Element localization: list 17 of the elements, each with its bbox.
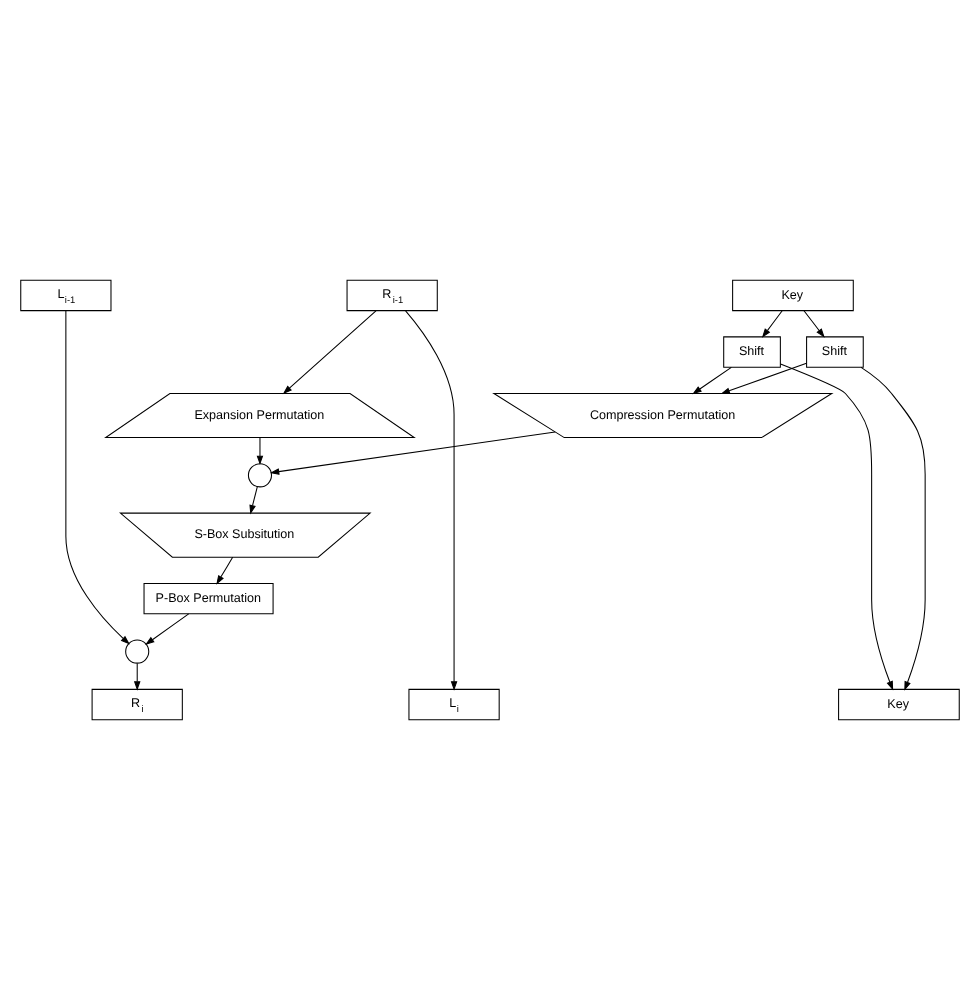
arrow: [720, 361, 808, 393]
arrow: [405, 309, 458, 690]
arrow: [761, 309, 783, 337]
arrow: [256, 436, 264, 465]
arrow: [282, 309, 377, 394]
arrow: [860, 365, 926, 690]
arrow: [249, 485, 258, 514]
arrow: [692, 365, 732, 394]
arrow: [803, 309, 825, 337]
arrow: [133, 661, 141, 690]
arrow: [145, 612, 190, 644]
node-circle: [247, 462, 273, 487]
arrow: [65, 309, 130, 644]
arrow: [216, 555, 234, 584]
arrow: [269, 430, 556, 474]
arrow: [780, 362, 894, 690]
node-circle: [125, 638, 150, 663]
